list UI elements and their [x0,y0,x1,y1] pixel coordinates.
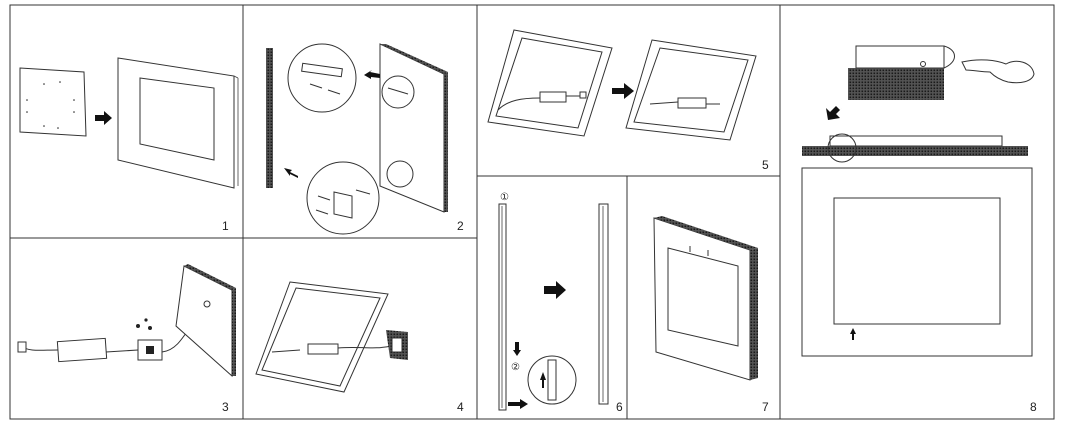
back-view-inner [833,197,1001,325]
detail-circle-bracket [287,43,357,113]
led-module [848,68,944,100]
step-number: 5 [762,158,769,172]
step-3-panel: 3 [17,264,236,414]
pointing-hand-icon [961,59,1035,84]
step-number: 6 [616,400,623,414]
driver [307,343,339,355]
step-marker-1: ① [500,192,509,203]
right-arrow-icon [544,281,566,299]
step-5-panel: 5 [487,29,769,172]
step-number: 4 [457,400,464,414]
step-1-panel: 1 [19,57,239,233]
left-arrow-icon [284,168,298,178]
side-profile-left [498,203,507,411]
step-number: 8 [1030,400,1037,414]
driver-mounted [677,97,707,109]
driver-wired [539,91,567,103]
back-plate [19,67,87,137]
step-number: 1 [222,219,229,233]
step-6-panel: ① ② 6 [498,192,623,414]
panel-edge [380,44,448,74]
panel-grid [9,4,1055,420]
left-arrow-icon [364,70,380,79]
led-strip [266,48,273,188]
detail-circle [827,133,857,163]
detail-circle-hook [386,160,414,188]
up-arrow-icon [513,342,521,356]
up-arrow-icon [850,328,856,340]
step-7-panel: 7 [653,216,769,414]
step-number: 2 [457,219,464,233]
up-right-arrow-icon [826,106,842,120]
mirror-inner [139,77,215,161]
step-number: 7 [762,400,769,414]
step-number: 3 [222,400,229,414]
side-profile-right [598,203,609,405]
step-marker-2: ② [511,362,520,373]
detail-circle-screw [381,75,415,109]
mirror-window [667,247,739,347]
frame-inner [261,287,381,387]
module-housing [855,45,945,69]
led-bar [802,146,1028,156]
step-4-panel: 4 [255,281,464,414]
driver-box [56,337,108,363]
step-2-panel: 2 [266,43,464,235]
right-arrow-icon [95,111,112,125]
connector [17,341,27,353]
right-arrow-icon [508,399,528,409]
step-8-panel: 8 [801,45,1037,414]
right-arrow-icon [612,83,634,99]
